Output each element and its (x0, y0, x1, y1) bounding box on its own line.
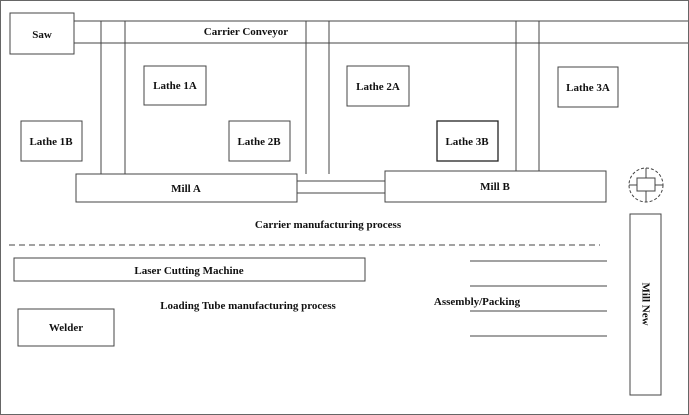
svg-text:Mill B: Mill B (480, 181, 510, 193)
conveyor-branch-1 (100, 21, 126, 174)
lathe-2a: Lathe 2A (346, 65, 410, 107)
lathe-3a: Lathe 3A (557, 66, 619, 108)
lathe-2b: Lathe 2B (228, 120, 291, 162)
svg-text:Lathe 3B: Lathe 3B (445, 136, 489, 148)
carrier-process-label: Carrier manufacturing process (255, 219, 402, 231)
machine-symbol-icon (628, 167, 664, 203)
svg-text:Saw: Saw (32, 29, 52, 41)
assembly-packing-area: Assembly/Packing (434, 260, 607, 337)
svg-text:Mill New: Mill New (639, 282, 651, 325)
conveyor-branch-3 (515, 21, 540, 171)
carrier-conveyor-label: Carrier Conveyor (204, 26, 289, 38)
mill-a: Mill A (75, 173, 298, 203)
welder-machine: Welder (17, 308, 115, 347)
lathe-1a: Lathe 1A (143, 65, 207, 106)
saw-machine: Saw (9, 12, 75, 55)
assembly-packing-label: Assembly/Packing (434, 296, 521, 308)
svg-text:Mill A: Mill A (171, 183, 201, 195)
svg-text:Lathe 1B: Lathe 1B (29, 136, 73, 148)
mill-connector (297, 180, 385, 194)
lathe-3b: Lathe 3B (436, 120, 499, 162)
loading-tube-process-label: Loading Tube manufacturing process (160, 300, 336, 312)
svg-text:Lathe 2B: Lathe 2B (237, 136, 281, 148)
carrier-conveyor: Carrier Conveyor (74, 20, 688, 44)
mill-b: Mill B (384, 170, 607, 203)
conveyor-branch-2 (305, 21, 330, 174)
lathe-1b: Lathe 1B (20, 120, 83, 162)
svg-text:Lathe 3A: Lathe 3A (566, 82, 610, 94)
svg-text:Laser Cutting Machine: Laser Cutting Machine (134, 265, 243, 277)
svg-text:Lathe 1A: Lathe 1A (153, 80, 197, 92)
svg-text:Welder: Welder (49, 322, 83, 334)
mill-new: Mill New (629, 213, 662, 396)
svg-text:Lathe 2A: Lathe 2A (356, 81, 400, 93)
laser-cutting-machine: Laser Cutting Machine (13, 257, 366, 282)
